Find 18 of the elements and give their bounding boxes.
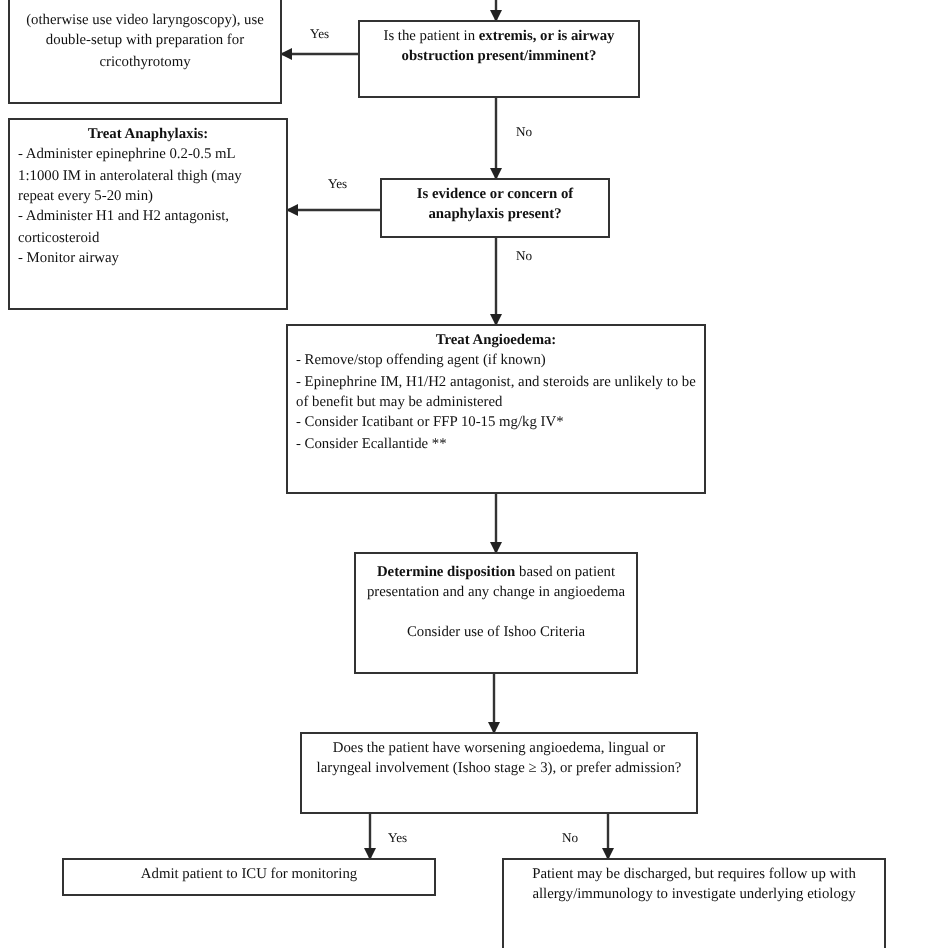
arrow bbox=[364, 814, 376, 860]
decision-box bbox=[380, 178, 610, 238]
arrow bbox=[280, 48, 358, 60]
decision-box bbox=[358, 20, 640, 98]
arrow bbox=[490, 494, 502, 554]
process-box bbox=[8, 0, 282, 104]
arrow bbox=[490, 238, 502, 326]
outcome-box bbox=[62, 858, 436, 896]
arrow bbox=[488, 674, 500, 734]
outcome-box bbox=[502, 858, 886, 948]
process-box bbox=[286, 324, 706, 494]
arrow bbox=[490, 0, 502, 22]
process-box bbox=[8, 118, 288, 310]
arrow bbox=[602, 814, 614, 860]
arrow bbox=[286, 204, 380, 216]
arrow bbox=[490, 98, 502, 180]
decision-box bbox=[300, 732, 698, 814]
process-box bbox=[354, 552, 638, 674]
